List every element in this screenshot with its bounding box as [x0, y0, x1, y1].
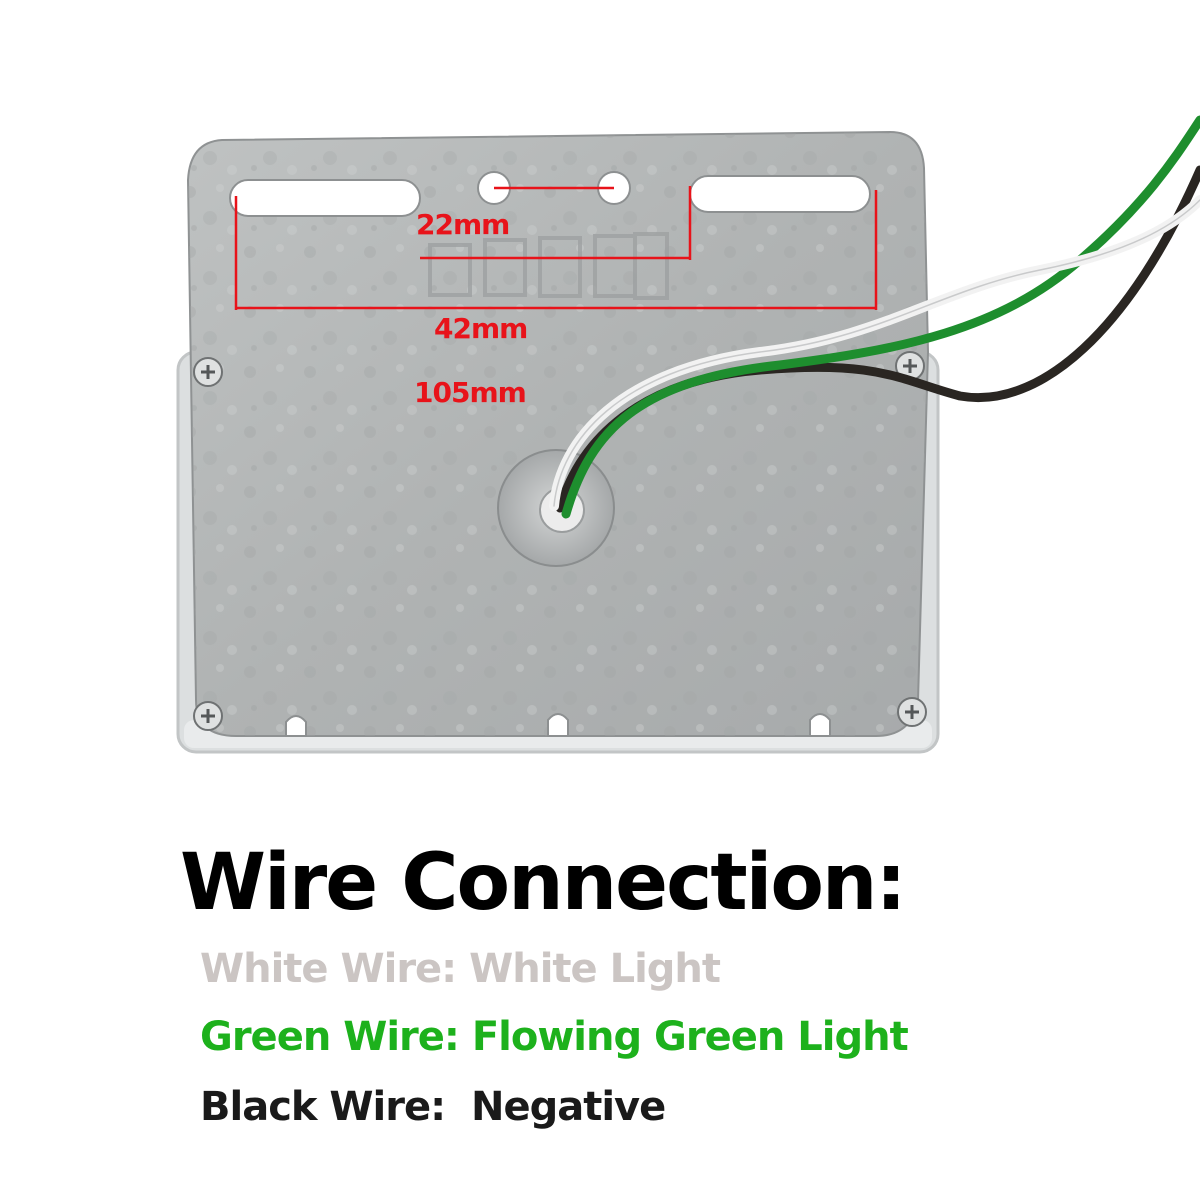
dimension-label-42mm: 42mm [434, 312, 528, 345]
screw-icons [193, 351, 927, 731]
wires [549, 115, 1200, 519]
wire-connection-heading: Wire Connection: [180, 838, 907, 928]
dimension-lines [234, 186, 878, 310]
mounting-plate [186, 130, 930, 737]
dimension-label-22mm: 22mm [416, 208, 510, 241]
legend-white-wire: White Wire: White Light [200, 946, 721, 992]
legend-green-wire: Green Wire: Flowing Green Light [200, 1014, 909, 1060]
product-photo [176, 115, 1200, 754]
dimension-label-105mm: 105mm [414, 376, 527, 409]
legend-black-wire: Black Wire: Negative [200, 1084, 666, 1130]
bottom-notches [285, 713, 831, 737]
embossed-marking [428, 232, 669, 300]
